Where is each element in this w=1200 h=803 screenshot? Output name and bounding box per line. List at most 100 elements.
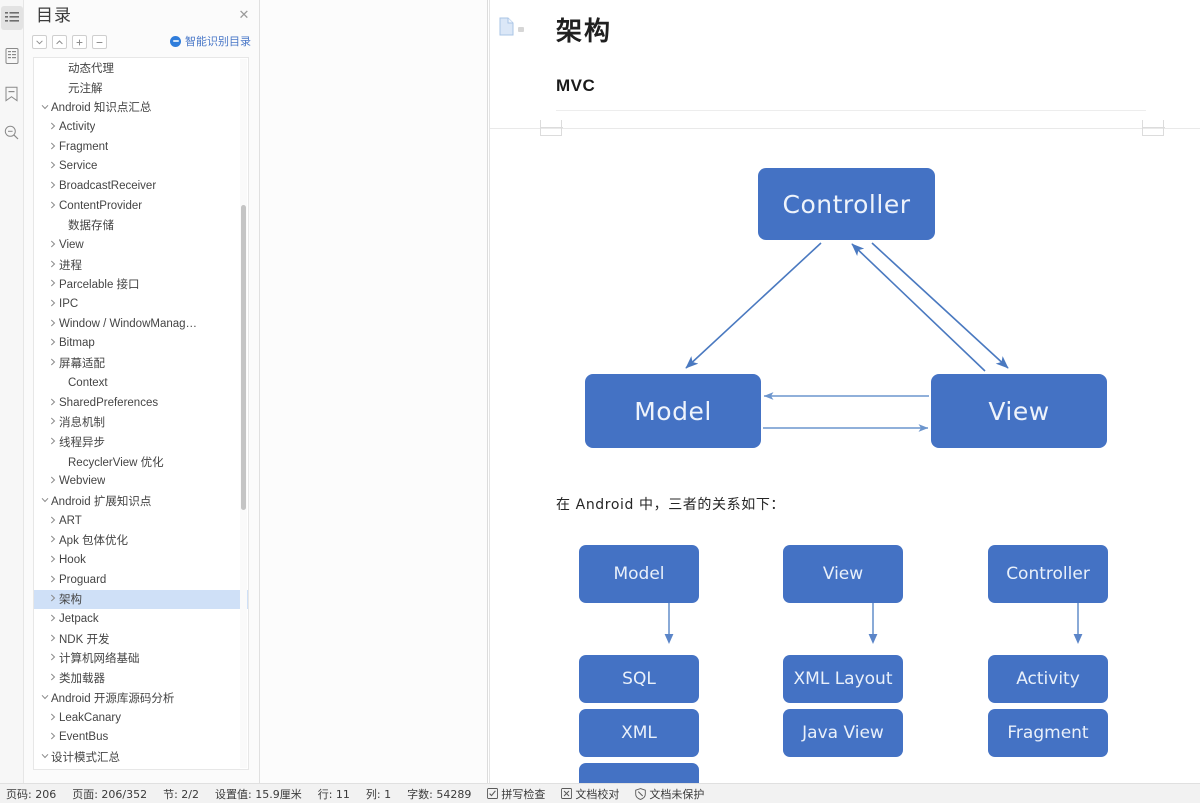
toc-item[interactable]: 消息机制 xyxy=(34,412,248,432)
toc-item[interactable]: Parcelable 接口 xyxy=(34,275,248,295)
chevron-right-icon[interactable] xyxy=(47,319,59,329)
toc-item[interactable]: Android 开源库源码分析 xyxy=(34,688,248,708)
chevron-right-icon[interactable] xyxy=(47,535,59,545)
toc-item[interactable]: RecyclerView 优化 xyxy=(34,452,248,472)
toc-item[interactable]: Webview xyxy=(34,471,248,491)
status-line-number: 行: 11 xyxy=(318,786,350,802)
search-panel[interactable] xyxy=(1,120,23,144)
toc-item[interactable]: Hook xyxy=(34,550,248,570)
chevron-right-icon[interactable] xyxy=(47,634,59,644)
chevron-right-icon[interactable] xyxy=(47,201,59,211)
toc-item-label: EventBus xyxy=(59,731,109,744)
chevron-right-icon[interactable] xyxy=(47,161,59,171)
toc-item[interactable]: Proguard xyxy=(34,570,248,590)
chevron-right-icon[interactable] xyxy=(47,299,59,309)
close-icon[interactable]: ✕ xyxy=(238,7,250,22)
expand-level-button[interactable] xyxy=(72,35,87,49)
left-margin-handle[interactable] xyxy=(540,120,563,136)
toc-item[interactable]: 屏幕适配 xyxy=(34,353,248,373)
toc-item[interactable]: Apk 包体优化 xyxy=(34,531,248,551)
toc-item[interactable]: BroadcastReceiver xyxy=(34,176,248,196)
chevron-right-icon[interactable] xyxy=(47,437,59,447)
bookmark-icon xyxy=(5,86,18,102)
chevron-right-icon[interactable] xyxy=(47,417,59,427)
chevron-right-icon[interactable] xyxy=(47,653,59,663)
toc-item[interactable]: LeakCanary xyxy=(34,708,248,728)
toc-item[interactable]: View xyxy=(34,235,248,255)
chevron-right-icon[interactable] xyxy=(47,614,59,624)
toc-item[interactable]: IPC xyxy=(34,294,248,314)
toc-scrollbar-track[interactable] xyxy=(240,59,247,768)
smart-toc-label: 智能识别目录 xyxy=(185,36,251,48)
toc-item[interactable]: 计算机网络基础 xyxy=(34,649,248,669)
chevron-down-icon xyxy=(36,39,43,45)
chevron-right-icon[interactable] xyxy=(47,673,59,683)
chevron-right-icon[interactable] xyxy=(47,555,59,565)
collapse-level-button[interactable] xyxy=(92,35,107,49)
chevron-right-icon[interactable] xyxy=(47,338,59,348)
collapse-down-button[interactable] xyxy=(32,35,47,49)
status-doc-proofread[interactable]: 文档校对 xyxy=(561,786,619,802)
proofread-icon xyxy=(561,788,573,799)
toc-item[interactable]: 元注解 xyxy=(34,78,248,98)
toc-item-label: NDK 开发 xyxy=(59,633,110,646)
document-outline[interactable] xyxy=(1,44,23,68)
toc-item[interactable]: Context xyxy=(34,373,248,393)
collapse-up-button[interactable] xyxy=(52,35,67,49)
status-spell-check[interactable]: 拼写检查 xyxy=(487,786,545,802)
chevron-right-icon[interactable] xyxy=(47,181,59,191)
toc-item[interactable]: Activity xyxy=(34,117,248,137)
chevron-right-icon[interactable] xyxy=(47,398,59,408)
outline-panel-toggle[interactable] xyxy=(0,6,23,30)
toc-item[interactable]: 动态代理 xyxy=(34,58,248,78)
chevron-right-icon[interactable] xyxy=(47,142,59,152)
toc-item[interactable]: SharedPreferences xyxy=(34,393,248,413)
toc-panel-inner: 目录 ✕ xyxy=(24,0,260,783)
toc-item[interactable]: Service xyxy=(34,156,248,176)
toc-item-label: RecyclerView 优化 xyxy=(68,456,164,469)
plus-icon xyxy=(76,39,83,46)
toc-item[interactable]: Bitmap xyxy=(34,334,248,354)
toc-item[interactable]: 数据存储 xyxy=(34,216,248,236)
toc-item[interactable]: EventBus xyxy=(34,727,248,747)
chevron-down-icon[interactable] xyxy=(39,496,51,505)
toc-item[interactable]: 架构 xyxy=(34,589,248,610)
chevron-right-icon[interactable] xyxy=(47,279,59,289)
toc-item[interactable]: ART xyxy=(34,511,248,531)
status-doc-protection[interactable]: 文档未保护 xyxy=(635,786,704,802)
bookmark-panel[interactable] xyxy=(1,82,23,106)
chevron-down-icon[interactable] xyxy=(39,103,51,112)
toc-item[interactable]: Window / WindowManag… xyxy=(34,314,248,334)
chevron-right-icon[interactable] xyxy=(47,594,59,604)
chevron-right-icon[interactable] xyxy=(47,516,59,526)
toc-item[interactable]: Android 知识点汇总 xyxy=(34,97,248,117)
right-margin-handle[interactable] xyxy=(1142,120,1165,136)
chevron-right-icon[interactable] xyxy=(47,732,59,742)
toc-item[interactable]: 进程 xyxy=(34,255,248,275)
chevron-right-icon[interactable] xyxy=(47,122,59,132)
chevron-right-icon[interactable] xyxy=(47,713,59,723)
chevron-down-icon[interactable] xyxy=(39,752,51,761)
toc-item[interactable]: Jetpack xyxy=(34,609,248,629)
toc-item[interactable]: Android 扩展知识点 xyxy=(34,491,248,511)
toc-item[interactable]: ContentProvider xyxy=(34,196,248,216)
smart-toc-recognition-button[interactable]: 智能识别目录 xyxy=(170,33,251,49)
chevron-right-icon[interactable] xyxy=(47,476,59,486)
chevron-right-icon[interactable] xyxy=(47,575,59,585)
toc-scrollbar-thumb[interactable] xyxy=(241,205,246,510)
chevron-right-icon[interactable] xyxy=(47,358,59,368)
toc-item[interactable]: 线程异步 xyxy=(34,432,248,452)
toc-item[interactable]: Fragment xyxy=(34,137,248,157)
toc-item[interactable]: NDK 开发 xyxy=(34,629,248,649)
left-icon-rail xyxy=(0,0,24,783)
chevron-right-icon[interactable] xyxy=(47,240,59,250)
down-arrow-icon xyxy=(868,603,878,644)
toc-item[interactable]: 设计模式汇总 xyxy=(34,747,248,767)
chevron-down-icon[interactable] xyxy=(39,693,51,702)
chevron-right-icon[interactable] xyxy=(47,260,59,270)
diagram-box-model: Model xyxy=(585,374,761,448)
paste-options-button[interactable] xyxy=(499,17,524,41)
toc-item[interactable]: 类加载器 xyxy=(34,668,248,688)
